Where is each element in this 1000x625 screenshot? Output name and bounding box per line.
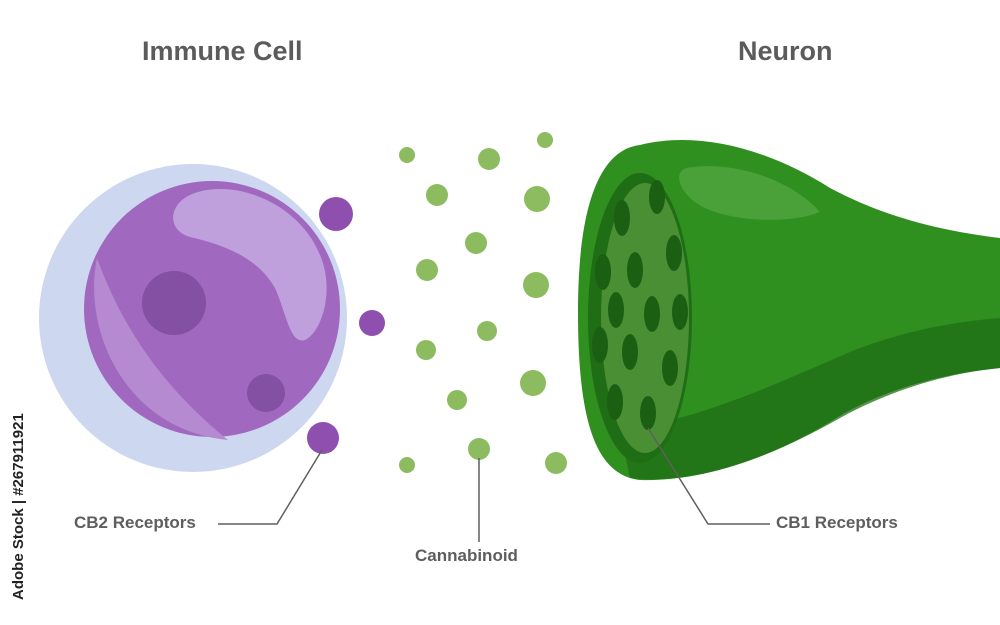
cb1-leader-line [647, 427, 770, 525]
cb1-receptor [640, 396, 656, 430]
cb2-receptor [307, 422, 339, 454]
cannabinoid-molecule [523, 272, 549, 298]
cannabinoid-label: Cannabinoid [415, 546, 518, 565]
cannabinoid-molecule [537, 132, 553, 148]
leader-lines [218, 427, 770, 542]
cb1-receptor [592, 327, 608, 363]
cannabinoid-molecule [416, 259, 438, 281]
cb1-receptor [614, 200, 630, 236]
cannabinoid-molecule [477, 321, 497, 341]
stock-id-watermark: Adobe Stock | #267911921 [10, 413, 27, 600]
cb1-receptor [672, 294, 688, 330]
cannabinoid-molecules [399, 132, 567, 474]
cannabinoid-molecule [447, 390, 467, 410]
cb1-receptor [595, 254, 611, 290]
neuron-shadow [620, 318, 1000, 480]
neuron-highlight [679, 166, 820, 220]
cannabinoid-molecule [468, 438, 490, 460]
immune-cell [39, 164, 385, 472]
nucleus [173, 189, 327, 341]
cb1-receptor [666, 235, 682, 271]
cb2-leader-line [218, 449, 323, 525]
cb2-receptor [319, 197, 353, 231]
organelle [142, 271, 206, 335]
cb1-receptor [607, 384, 623, 420]
cannabinoid-molecule [416, 340, 436, 360]
neuron-terminal [578, 139, 1000, 481]
cb1-receptor [608, 292, 624, 328]
cb1-receptors-label: CB1 Receptors [776, 513, 898, 532]
cannabinoid-molecule [399, 457, 415, 473]
cannabinoid-molecule [478, 148, 500, 170]
neuron-title: Neuron [738, 36, 833, 66]
cytoplasm-shade [94, 258, 229, 440]
organelle [247, 374, 285, 412]
cannabinoid-molecule [426, 184, 448, 206]
cb1-receptor [622, 334, 638, 370]
cb1-receptor [649, 180, 665, 214]
cannabinoid-molecule [399, 147, 415, 163]
cannabinoid-molecule [465, 232, 487, 254]
cb1-receptors [592, 180, 688, 430]
cannabinoid-molecule [545, 452, 567, 474]
cb1-receptor [662, 350, 678, 386]
cb2-receptor [359, 310, 385, 336]
cb1-receptor [627, 252, 643, 288]
cannabinoid-molecule [520, 370, 546, 396]
cannabinoid-molecule [524, 186, 550, 212]
cb2-receptors-label: CB2 Receptors [74, 513, 196, 532]
immune-cell-title: Immune Cell [142, 36, 303, 66]
cb1-receptor [644, 296, 660, 332]
